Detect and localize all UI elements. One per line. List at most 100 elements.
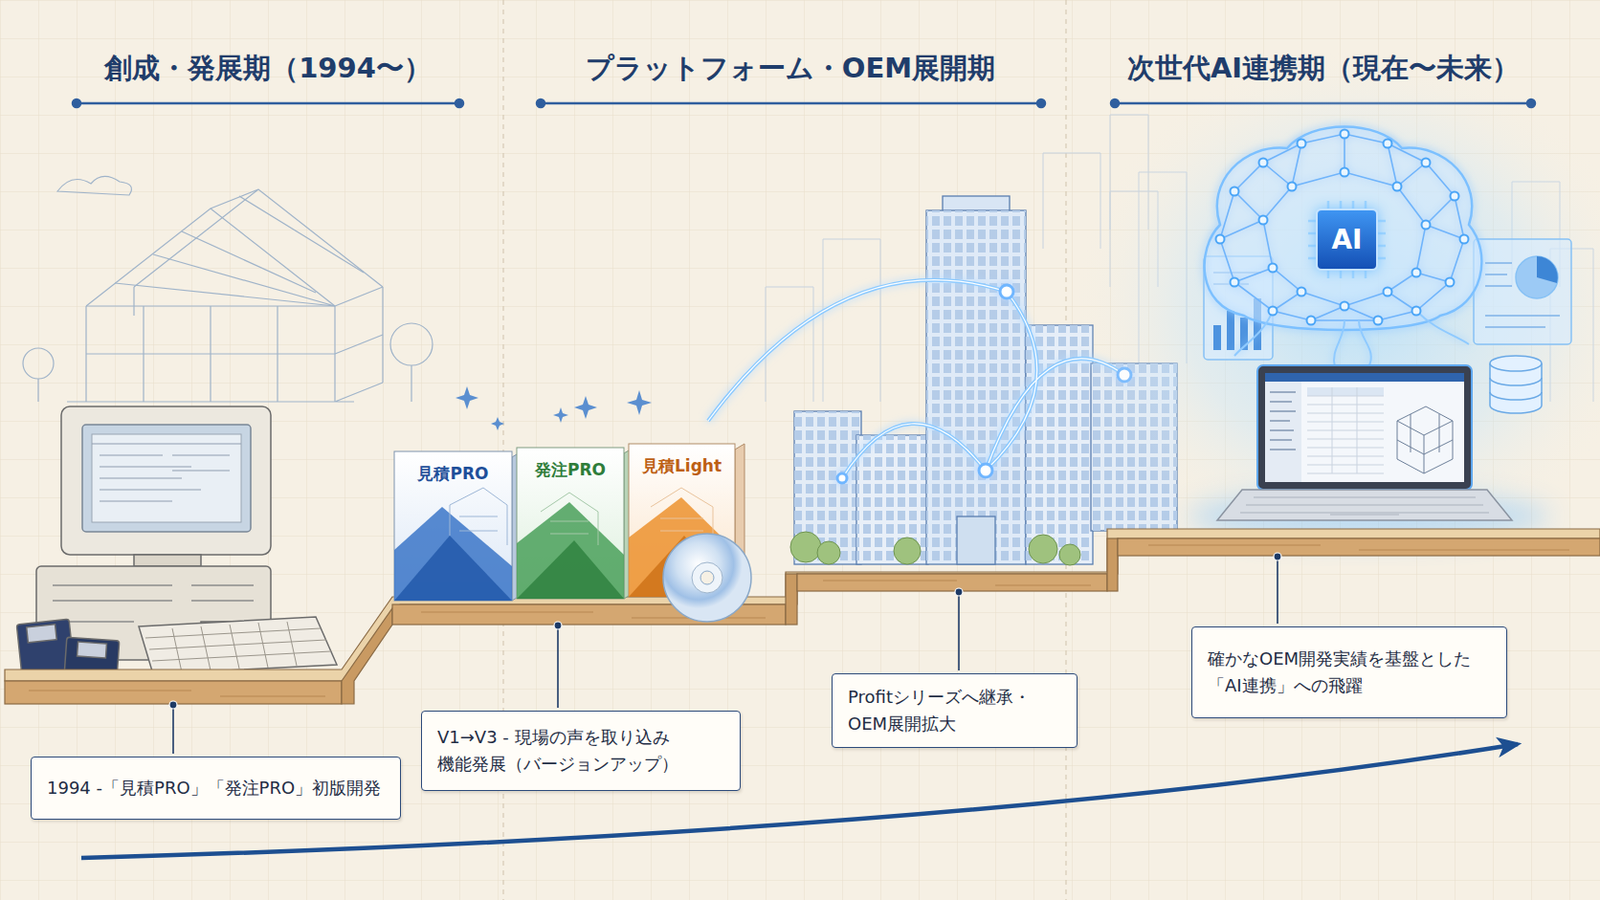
product-box-art	[650, 488, 713, 541]
brain-network	[1412, 268, 1422, 278]
house-frame-sketch	[86, 287, 383, 402]
network-arcs	[708, 280, 1132, 484]
laptop-illustration	[1265, 381, 1302, 483]
sparkles	[490, 417, 505, 431]
trees	[1059, 544, 1081, 566]
data-panels	[1213, 325, 1222, 351]
brain-network	[1230, 278, 1240, 288]
laptop-illustration	[1265, 373, 1465, 483]
brain-network	[1204, 127, 1483, 369]
house-frame-sketch	[410, 365, 412, 402]
buildings	[926, 210, 1026, 565]
node-text: AI	[1331, 223, 1362, 256]
computer-illustration	[52, 585, 254, 623]
brain-network	[1234, 311, 1469, 368]
product-box-art	[449, 488, 508, 546]
wooden-steps	[797, 574, 1108, 592]
header-underline	[540, 102, 1042, 106]
sparkles	[574, 396, 598, 420]
leader-lines	[1273, 553, 1282, 561]
trees	[790, 532, 822, 563]
buildings	[856, 435, 929, 565]
product-box-art	[394, 535, 512, 601]
wooden-steps	[1117, 538, 1600, 556]
brain-network	[1383, 288, 1393, 297]
buildings	[956, 516, 996, 565]
house-frame-sketch	[66, 306, 383, 402]
product-box: 見積PRO	[394, 451, 512, 601]
wooden-steps	[1107, 538, 1118, 592]
glow-halo	[1071, 47, 1600, 565]
brain-network	[1259, 216, 1268, 225]
chip-node: AI	[1315, 208, 1378, 271]
sparkles	[455, 386, 479, 410]
cd-disc	[691, 562, 723, 594]
data-panels	[1226, 311, 1235, 351]
header-underline	[1111, 99, 1119, 108]
node-text: 1994 -「見積PRO」「発注PRO」初版開発	[46, 775, 385, 802]
computer-illustration	[16, 406, 337, 691]
leader-lines	[169, 701, 178, 710]
computer-illustration	[145, 622, 332, 673]
sparkles	[626, 390, 652, 416]
trees	[893, 537, 921, 565]
leader-lines	[957, 595, 960, 671]
trees	[817, 541, 841, 565]
brain-network	[1460, 235, 1469, 245]
callout-box: Profitシリーズへ継承・ OEM展開拡大	[831, 673, 1078, 749]
computer-illustration	[82, 424, 251, 533]
laptop-illustration	[1257, 365, 1472, 490]
network-arcs	[842, 423, 986, 479]
brain-network	[1445, 278, 1455, 288]
brain-network	[1216, 235, 1225, 245]
data-panels	[1485, 263, 1560, 328]
trees	[1028, 534, 1058, 564]
house-frame-sketch	[57, 176, 132, 196]
house-frame-sketch	[22, 348, 54, 379]
product-box-art	[516, 447, 624, 600]
brain-network	[1307, 316, 1316, 326]
house-frame-sketch	[390, 323, 433, 366]
brain-network	[1340, 130, 1350, 139]
house-frame-sketch	[37, 378, 39, 402]
laptop-illustration	[1217, 489, 1512, 521]
house-frame-sketch	[86, 189, 383, 307]
brain-network	[1340, 168, 1350, 178]
chip-pins	[1308, 200, 1386, 279]
laptop-illustration	[1265, 373, 1465, 382]
brain-network	[1374, 316, 1383, 326]
house-frame-sketch	[114, 196, 364, 307]
computer-illustration	[133, 555, 201, 567]
product-box: 見積Light	[628, 444, 735, 598]
node-text: 見積Light	[628, 455, 735, 478]
house-frame-sketch	[22, 176, 433, 402]
product-box-art	[394, 451, 512, 601]
buildings	[942, 196, 1010, 212]
cd-disc	[663, 533, 752, 623]
header-underline	[1037, 99, 1045, 108]
computer-illustration	[77, 642, 108, 659]
network-arcs	[978, 464, 993, 478]
product-box-art	[516, 540, 624, 600]
brain-network	[1220, 133, 1465, 321]
leader-lines	[554, 622, 562, 630]
laptop-illustration	[1307, 387, 1384, 474]
brain-network	[1383, 139, 1393, 149]
skyline-sketch	[765, 239, 881, 402]
network-arcs	[1000, 285, 1014, 299]
sparkles	[455, 386, 652, 431]
laptop-illustration	[1269, 392, 1296, 450]
node-text: 見積PRO	[394, 463, 512, 486]
cd-disc	[663, 533, 752, 623]
brain-network	[1204, 127, 1483, 332]
node-text: 発注PRO	[516, 459, 624, 482]
callout-box: 1994 -「見積PRO」「発注PRO」初版開発	[30, 756, 401, 821]
data-panels	[1536, 256, 1558, 284]
sparkles	[553, 407, 569, 423]
node-text: V1→V3 - 現場の声を取り込み 機能発展（バージョンアップ）	[437, 724, 725, 778]
leader-lines	[172, 708, 175, 755]
brain-network	[1268, 264, 1278, 273]
brain-network	[1288, 182, 1297, 192]
